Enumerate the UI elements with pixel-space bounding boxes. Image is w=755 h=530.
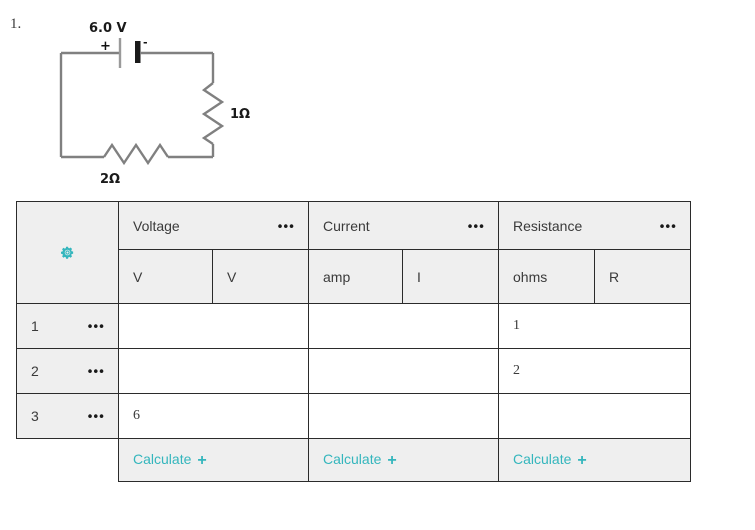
table-footer-row: Calculate + Calculate + Calculate + <box>16 438 692 482</box>
cell-current-2[interactable] <box>308 348 499 394</box>
row-number-cell-2[interactable]: 2 ••• <box>16 348 119 394</box>
subheader-current-unit[interactable]: amp <box>308 249 403 304</box>
table-row: 2 ••• 2 <box>16 348 692 394</box>
resistor-bottom-zigzag <box>103 142 169 166</box>
plus-icon: + <box>577 451 587 469</box>
column-group-voltage-label: Voltage <box>133 217 180 234</box>
calculate-label-current: Calculate <box>323 450 382 467</box>
row-number-label-1: 1 <box>31 318 39 334</box>
resistor-right-label: 1Ω <box>230 107 250 122</box>
resistor-right-zigzag <box>201 82 225 145</box>
circuit-svg: 6.0 V + - 1Ω 2Ω <box>59 21 250 187</box>
row-number-cell-3[interactable]: 3 ••• <box>16 393 119 439</box>
cell-voltage-3[interactable]: 6 <box>118 393 309 439</box>
column-group-voltage-menu-icon[interactable]: ••• <box>277 218 295 233</box>
battery-voltage-label: 6.0 V <box>89 21 127 36</box>
subheader-current-symbol[interactable]: I <box>402 249 499 304</box>
gear-icon[interactable] <box>60 245 75 260</box>
table-row: 1 ••• 1 <box>16 303 692 349</box>
question-number: 1. <box>10 16 22 32</box>
calculate-button-voltage[interactable]: Calculate + <box>118 438 309 482</box>
footer-blank-cell <box>16 438 119 482</box>
plus-icon: + <box>197 451 207 469</box>
table-row: 3 ••• 6 <box>16 393 692 439</box>
row-menu-icon-3[interactable]: ••• <box>87 408 105 424</box>
column-group-current-label: Current <box>323 217 370 234</box>
measurements-table: Voltage ••• Current ••• Resistance ••• V… <box>16 201 692 482</box>
column-group-voltage[interactable]: Voltage ••• <box>118 201 309 250</box>
cell-resistance-3[interactable] <box>497 393 692 439</box>
cell-current-3[interactable] <box>308 393 499 439</box>
cell-resistance-2[interactable]: 2 <box>497 348 692 394</box>
cell-current-1[interactable] <box>308 303 499 349</box>
calculate-label-resistance: Calculate <box>513 450 572 467</box>
calculate-button-resistance[interactable]: Calculate + <box>497 438 692 482</box>
cell-resistance-1[interactable]: 1 <box>497 303 692 349</box>
table-group-header-row: Voltage ••• Current ••• Resistance ••• <box>16 201 692 304</box>
calculate-label-voltage: Calculate <box>133 450 192 467</box>
row-number-label-3: 3 <box>31 408 39 424</box>
row-number-cell-1[interactable]: 1 ••• <box>16 303 119 349</box>
table-subheader-row: V V amp I ohms R <box>17 249 692 304</box>
resistor-bottom-label: 2Ω <box>100 172 120 187</box>
row-menu-icon-1[interactable]: ••• <box>87 318 105 334</box>
column-group-resistance-menu-icon[interactable]: ••• <box>659 218 678 233</box>
column-group-resistance-label: Resistance <box>513 217 583 234</box>
battery-plus-sign: + <box>100 39 111 54</box>
subheader-resistance-symbol[interactable]: R <box>593 249 692 304</box>
subheader-resistance-unit[interactable]: ohms <box>498 249 595 304</box>
circuit-diagram: 6.0 V + - 1Ω 2Ω <box>40 10 300 190</box>
plus-icon: + <box>387 451 397 469</box>
battery-minus-sign: - <box>143 36 148 49</box>
table-settings-cell[interactable] <box>16 201 119 304</box>
cell-voltage-2[interactable] <box>118 348 309 394</box>
column-group-resistance[interactable]: Resistance ••• <box>497 201 692 250</box>
battery-negative-plate <box>135 41 141 63</box>
calculate-button-current[interactable]: Calculate + <box>308 438 499 482</box>
cell-voltage-1[interactable] <box>118 303 309 349</box>
subheader-voltage-unit[interactable]: V <box>118 249 213 304</box>
column-group-current[interactable]: Current ••• <box>308 201 499 250</box>
subheader-voltage-symbol[interactable]: V <box>212 249 309 304</box>
row-menu-icon-2[interactable]: ••• <box>87 363 105 379</box>
column-group-current-menu-icon[interactable]: ••• <box>467 218 485 233</box>
row-number-label-2: 2 <box>31 363 39 379</box>
